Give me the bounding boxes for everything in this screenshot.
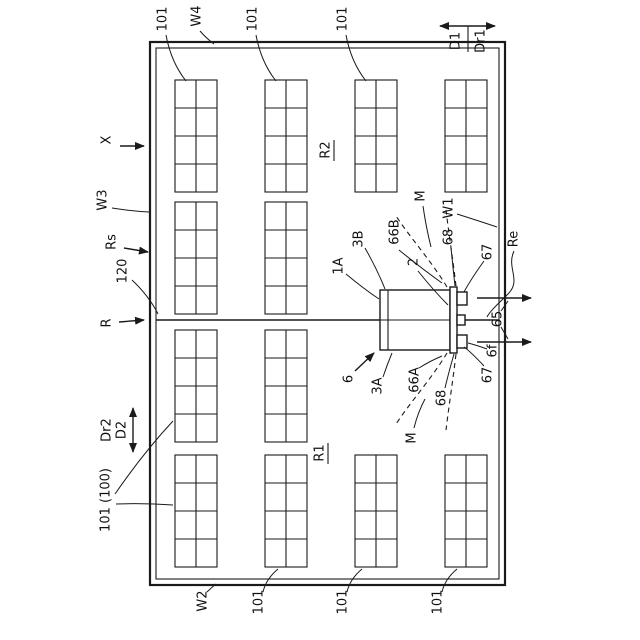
leader-68-upper [450, 247, 456, 287]
rack [174, 201, 218, 315]
label-65: 65 [491, 311, 506, 328]
mist-curve-upper-right [445, 209, 457, 287]
leader-3b [364, 247, 386, 290]
vehicle-wheel-lower [456, 334, 468, 349]
rack [354, 454, 398, 568]
leader-re [486, 250, 515, 318]
label-67-upper: 67 [481, 244, 496, 261]
vehicle-wheel-upper [456, 291, 468, 306]
label-w2: W2 [196, 590, 211, 611]
leader-120 [131, 279, 159, 315]
label-d2: D2 [115, 421, 130, 439]
rack [174, 79, 218, 193]
rack [444, 454, 488, 568]
label-67-lower: 67 [481, 367, 496, 384]
leader-66b [398, 249, 443, 284]
label-101-100: 101 (100) [99, 468, 114, 532]
label-r: R [100, 318, 115, 327]
leader-101-bottom-c [441, 568, 458, 593]
label-66b: 66B [388, 219, 403, 244]
reference-labels: 101 W4 101 101 D1 Dr1 X W3 Rs 120 R Dr2 … [96, 5, 522, 614]
label-101-bottom-a: 101 [252, 590, 267, 615]
leader-101-100-a [114, 420, 174, 495]
label-101-bottom-b: 101 [336, 590, 351, 615]
leader-lines [111, 30, 515, 593]
leader-101-top-b [255, 34, 277, 82]
leader-101-bottom-a [262, 568, 279, 593]
leader-65-upper [500, 300, 509, 312]
mist-curve-upper-left [395, 215, 448, 288]
label-101-top-a: 101 [156, 7, 171, 32]
rack [264, 201, 308, 315]
leader-65-lower [500, 326, 509, 340]
label-region-r1: R1 [313, 444, 328, 461]
label-re: Re [507, 231, 522, 247]
rack [444, 79, 488, 193]
leader-w1 [456, 213, 498, 228]
leader-101-bottom-b [346, 568, 363, 593]
label-w1: W1 [442, 197, 457, 218]
label-101-top-b: 101 [246, 7, 261, 32]
rack [264, 329, 308, 443]
r-pointer-arrow [118, 316, 145, 325]
leader-w2 [206, 583, 217, 593]
leader-w3 [111, 207, 150, 213]
leader-67-lower [463, 346, 485, 367]
label-66a: 66A [408, 367, 423, 393]
transport-vehicle [379, 286, 468, 354]
label-dr2: Dr2 [100, 418, 115, 442]
ref6-pointer-arrow [354, 352, 375, 372]
rack [174, 329, 218, 443]
leader-101-top-a [165, 34, 187, 82]
label-101-top-c: 101 [336, 7, 351, 32]
label-3a: 3A [371, 377, 386, 394]
rack [354, 79, 398, 193]
vehicle-rail-coupler [456, 314, 466, 326]
label-w4: W4 [190, 5, 205, 26]
rack [174, 454, 218, 568]
leader-m-upper [422, 205, 432, 248]
label-3b: 3B [352, 230, 367, 247]
label-dr1: Dr1 [474, 29, 489, 53]
label-w3: W3 [96, 189, 111, 210]
rack [264, 454, 308, 568]
direction-arrows [118, 22, 532, 453]
leader-101-top-c [345, 34, 367, 82]
label-120: 120 [116, 259, 131, 284]
leader-101-100-b [115, 503, 174, 506]
vehicle-end-bar [449, 286, 458, 354]
label-68-upper: 68 [442, 229, 457, 246]
leader-1a [345, 273, 380, 300]
label-2: 2 [407, 258, 422, 266]
label-1a: 1A [332, 257, 347, 274]
mist-curve-lower-right [445, 353, 457, 431]
leader-3a [382, 352, 393, 378]
mist-flow-curves [395, 209, 457, 431]
leader-66a [418, 355, 443, 369]
label-region-r2: R2 [319, 141, 334, 158]
outer-wall [148, 40, 507, 587]
leader-67-upper [463, 260, 485, 293]
label-d1: D1 [449, 32, 464, 50]
rack [264, 79, 308, 193]
label-rs: Rs [105, 234, 120, 250]
leader-2 [417, 270, 449, 306]
label-6: 6 [342, 375, 357, 383]
label-m-upper: M [414, 190, 429, 201]
inner-wall [155, 47, 500, 580]
rs-pointer-arrow [123, 246, 149, 255]
label-101-bottom-c: 101 [431, 590, 446, 615]
leader-m-lower [413, 398, 426, 429]
leader-w4 [199, 30, 215, 45]
label-68-lower: 68 [435, 390, 450, 407]
label-m-lower: M [405, 432, 420, 443]
label-x: X [100, 135, 115, 144]
leader-6f [467, 342, 488, 350]
leader-68-lower [444, 353, 455, 389]
label-6f: 6f [486, 344, 501, 357]
